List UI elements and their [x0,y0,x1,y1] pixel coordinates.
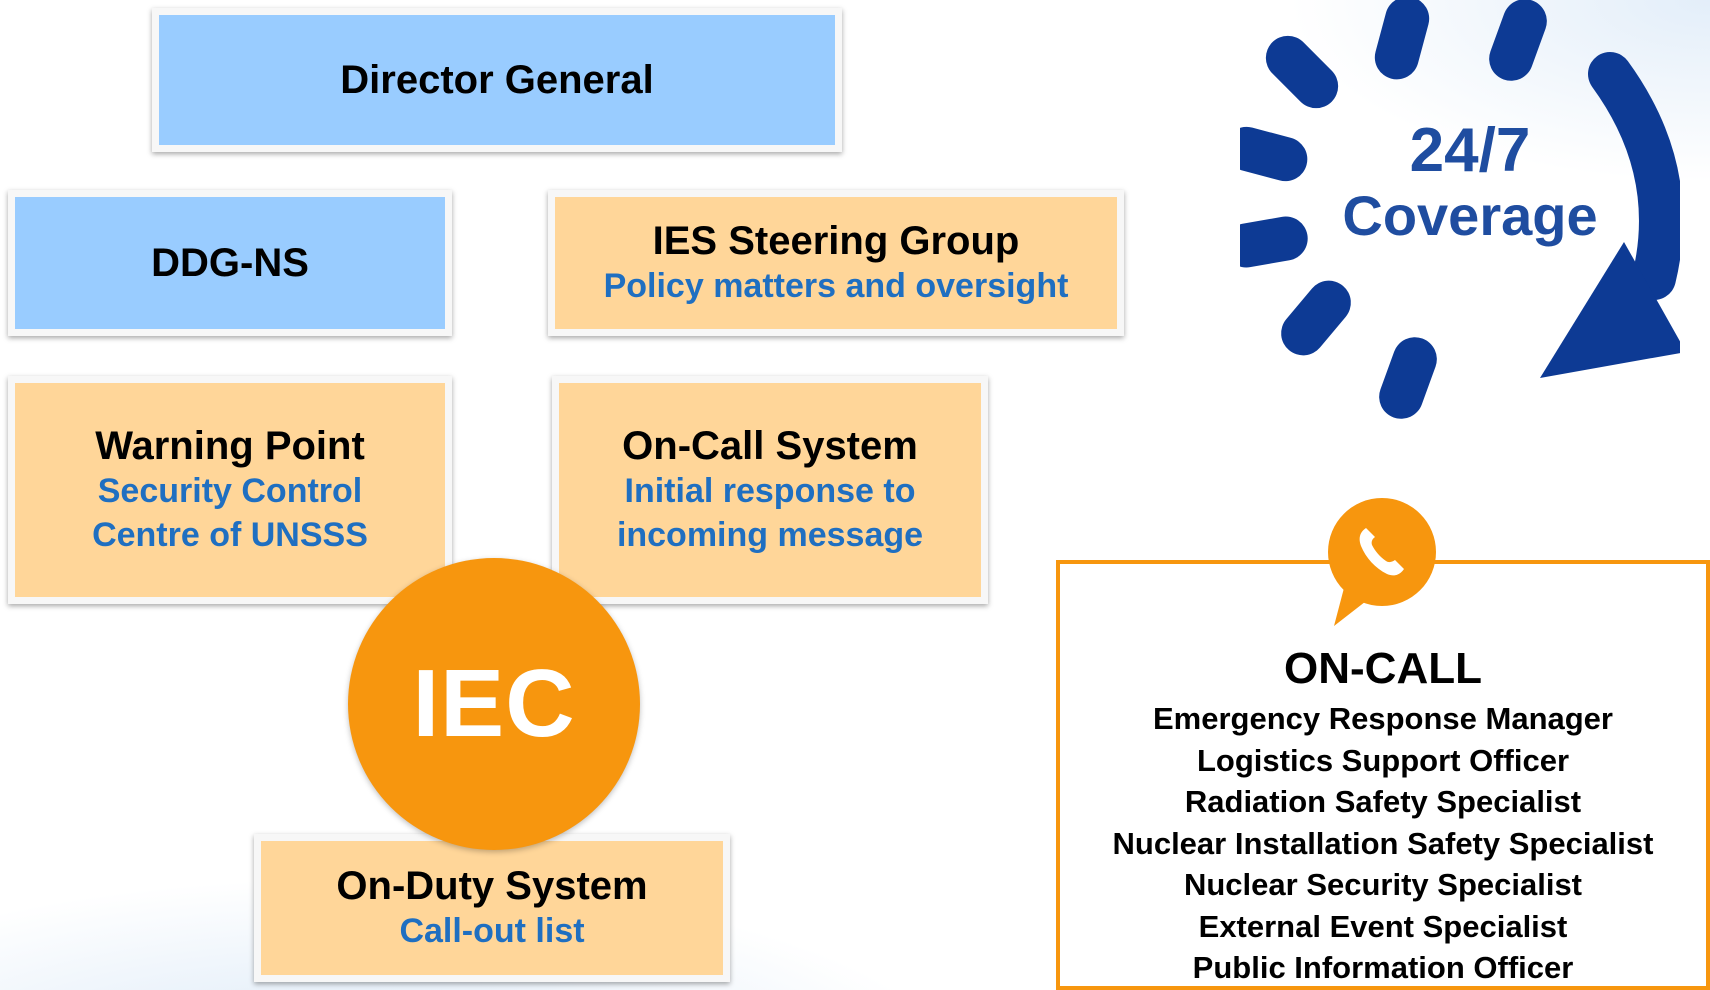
on-call-role: Nuclear Installation Safety Specialist [1112,825,1654,861]
ies-steering-group-box: IES Steering Group Policy matters and ov… [548,190,1124,336]
cycle-arrow-head [1540,242,1680,378]
on-call-title: ON-CALL [1284,644,1482,693]
coverage-line2: Coverage [1342,184,1598,247]
coverage-label: 24/7 Coverage [1330,118,1610,248]
on-call-role: Radiation Safety Specialist [1184,784,1582,819]
warning-point-subtitle-line1: Security Control [97,472,363,510]
on-call-system-subtitle-line1: Initial response to [624,472,916,510]
on-call-role: External Event Specialist [1198,908,1568,944]
director-general-box: Director General [152,8,842,152]
ddg-ns-box: DDG-NS [8,190,452,336]
on-call-role: Emergency Response Manager [1152,701,1613,736]
on-call-role-list: Emergency Response Manager Logistics Sup… [1060,698,1706,989]
on-duty-system-box: On-Duty System Call-out list [254,834,730,982]
on-call-system-box: On-Call System Initial response to incom… [552,376,988,604]
cycle-dash [1265,35,1339,109]
phone-icon [1328,498,1436,626]
on-duty-system-subtitle: Call-out list [399,912,585,950]
on-call-system-subtitle-line2: incoming message [616,516,924,554]
on-call-role: Logistics Support Officer [1196,742,1570,778]
clock-cycle-arrow-icon [1240,0,1680,419]
coverage-line1: 24/7 [1409,116,1531,185]
cycle-dash [1374,0,1430,80]
iec-circle: IEC [348,558,640,850]
on-call-system-title: On-Call System [622,424,918,468]
on-call-role: Nuclear Security Specialist [1183,867,1583,902]
ddg-ns-title: DDG-NS [151,241,309,285]
warning-point-box: Warning Point Security Control Centre of… [8,376,452,604]
warning-point-subtitle-line2: Centre of UNSSS [92,516,368,554]
cycle-dash [1240,126,1308,182]
cycle-dash [1240,216,1308,268]
cycle-arrow-arc [1588,52,1680,300]
warning-point-title: Warning Point [95,424,365,468]
cycle-dash [1281,280,1351,356]
iec-label: IEC [412,650,576,757]
cycle-dash [1379,337,1437,419]
on-call-roster-box: ON-CALL Emergency Response Manager Logis… [1056,560,1710,990]
on-duty-system-title: On-Duty System [336,864,648,908]
ies-steering-group-title: IES Steering Group [652,219,1020,263]
cycle-dash [1489,0,1547,81]
ies-steering-group-subtitle: Policy matters and oversight [603,267,1069,305]
on-call-role: Public Information Officer [1192,950,1574,985]
director-general-title: Director General [340,58,654,102]
